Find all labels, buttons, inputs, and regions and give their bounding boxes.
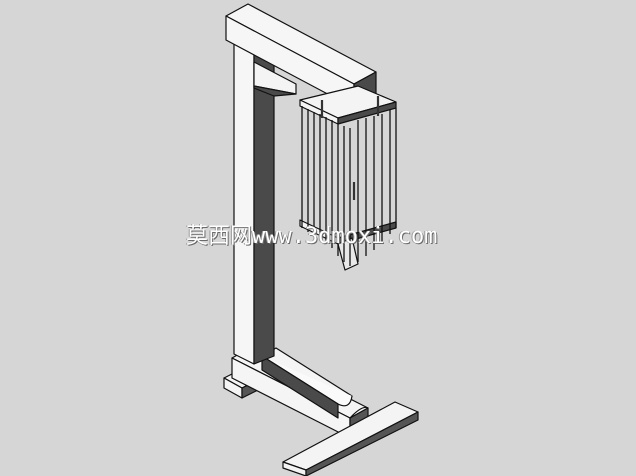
arm-bracket xyxy=(253,61,297,97)
lantern-cage xyxy=(299,85,397,271)
base-wing xyxy=(261,347,353,419)
base-cross-foot xyxy=(282,401,419,476)
watermark-text: 莫西网www.3dmoxi.com xyxy=(186,224,438,249)
